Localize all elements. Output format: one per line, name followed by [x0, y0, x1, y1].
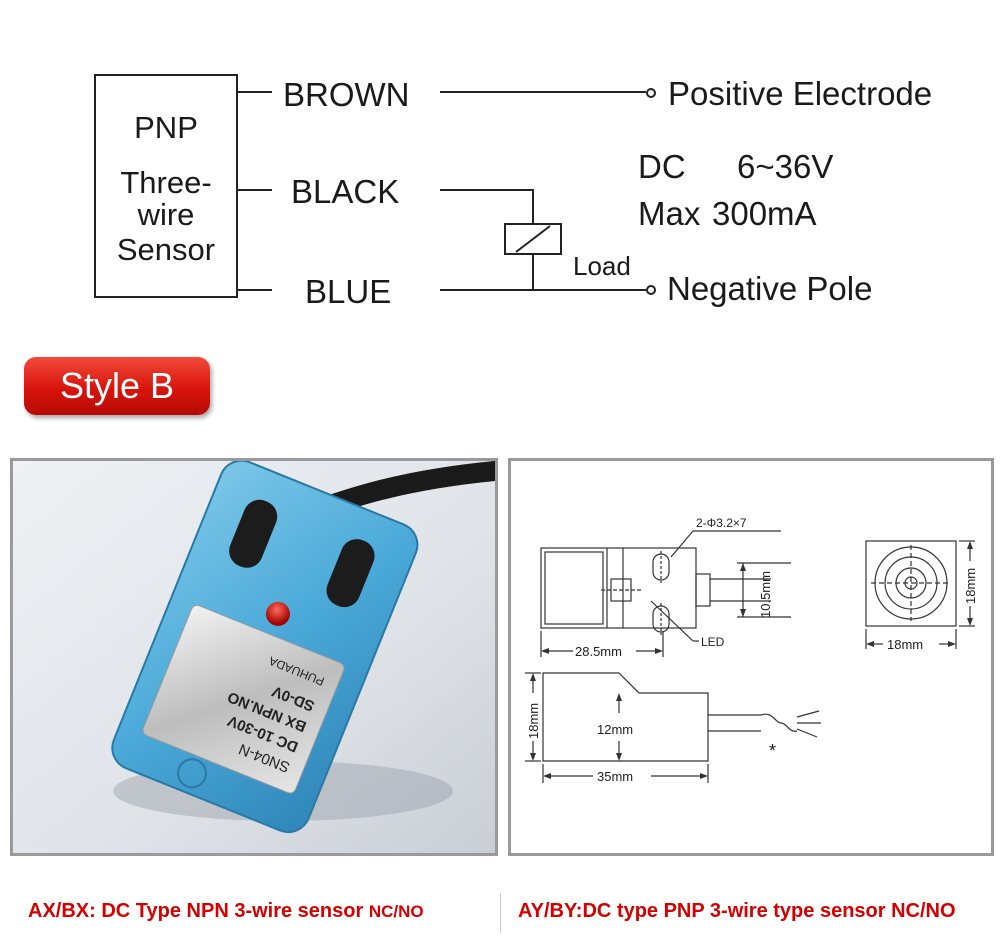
dim-height-side: 10.5mm — [758, 571, 773, 618]
mount-slot-left — [229, 499, 278, 568]
dim-width-top: 28.5mm — [575, 644, 622, 659]
led-indicator — [265, 601, 290, 626]
dimension-drawing: 2-Φ3.2×7 28.5mm 10.5mm LED 18mm 18mm 18m… — [525, 516, 978, 784]
caption-npn: AX/BX: DC Type NPN 3-wire sensor NC/NO — [28, 900, 424, 932]
wire-black-label: BLACK — [291, 173, 399, 210]
wire-blue-label: BLUE — [305, 273, 391, 310]
wiring-diagram: PNP Three- wire Sensor BROWN BLACK BLUE … — [94, 74, 932, 310]
sensor-desc-line1: Three- — [120, 165, 211, 200]
sensing-face-mark — [177, 758, 208, 789]
dim-height-bottom: 18mm — [526, 703, 541, 739]
top-view-body — [540, 547, 697, 629]
dimension-drawing-panel: 2-Φ3.2×7 28.5mm 10.5mm LED 18mm 18mm 18m… — [508, 458, 994, 856]
wire-brown-label: BROWN — [283, 76, 410, 113]
mount-slot-right — [326, 539, 375, 608]
sensor-photo: SN04-N DC 10-30V BX NPN.NO SD-0V PUHUADA — [13, 461, 495, 853]
load-label: Load — [573, 251, 631, 281]
load-wire — [440, 189, 534, 224]
dc-label: DC — [638, 148, 686, 185]
negative-label: Negative Pole — [667, 270, 872, 307]
side-view-wire-1 — [796, 710, 820, 718]
product-photo-panel: SN04-N DC 10-30V BX NPN.NO SD-0V PUHUADA — [10, 458, 498, 856]
dim-length: 35mm — [597, 769, 633, 784]
style-badge: Style B — [24, 357, 210, 415]
negative-terminal — [646, 285, 656, 295]
max-label: Max — [638, 195, 701, 232]
caption-npn-main: AX/BX: DC Type NPN 3-wire sensor — [28, 900, 364, 922]
dim-width-front: 18mm — [887, 637, 923, 652]
caption-divider — [500, 893, 501, 933]
sensor-type-label: PNP — [134, 110, 198, 145]
sensor-box — [94, 74, 238, 298]
led-label: LED — [701, 635, 725, 649]
top-view-cable-gland — [695, 573, 711, 607]
voltage-spec: 6~36V — [737, 148, 833, 185]
hole-spec-label: 2-Φ3.2×7 — [696, 516, 747, 530]
top-view-inner — [544, 551, 604, 625]
sensor-desc-line2: wire — [137, 197, 195, 232]
side-view-body — [542, 672, 709, 762]
caption-pnp: AY/BY:DC type PNP 3-wire type sensor NC/… — [518, 900, 956, 922]
current-spec: 300mA — [712, 195, 817, 232]
load-symbol-slash — [515, 225, 551, 253]
product-label — [142, 604, 345, 794]
side-view-cable-break — [760, 713, 798, 732]
sensor-desc-line3: Sensor — [117, 232, 215, 267]
front-view-body — [865, 540, 957, 627]
cable-star-mark: * — [769, 741, 776, 761]
dim-inner: 12mm — [597, 722, 633, 737]
side-view-wire-3 — [796, 728, 818, 738]
dim-height-front: 18mm — [963, 568, 978, 604]
caption-npn-suffix: NC/NO — [368, 902, 424, 921]
positive-terminal — [646, 88, 656, 98]
positive-label: Positive Electrode — [668, 75, 932, 112]
